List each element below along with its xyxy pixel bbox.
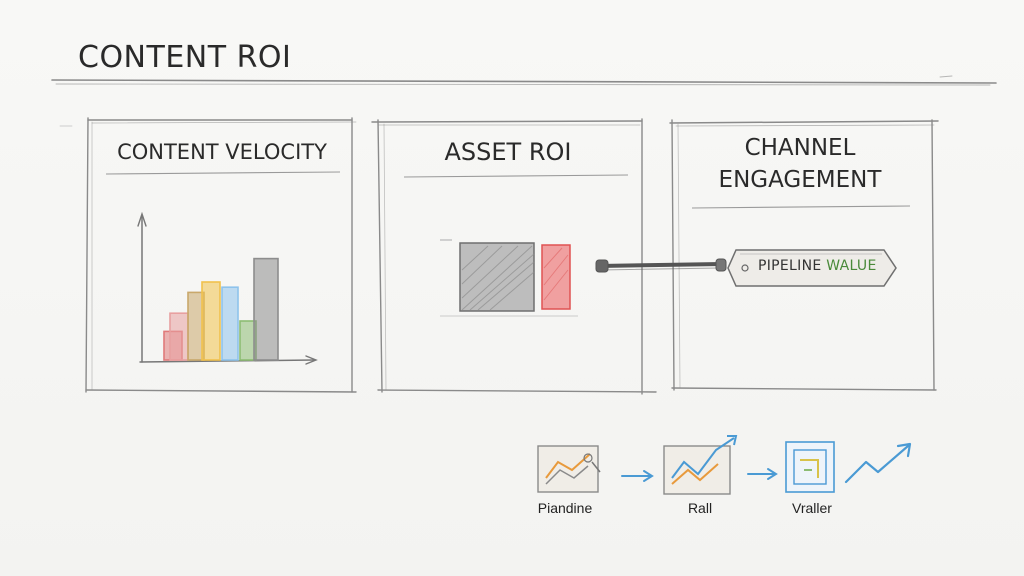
velocity-bar xyxy=(253,257,279,361)
velocity-axes xyxy=(137,211,318,365)
pipeline-tag-part2: WALUE xyxy=(826,258,877,274)
page-title: CONTENT ROI xyxy=(78,40,292,75)
panel-frame-velocity xyxy=(59,117,357,393)
frame-icon xyxy=(785,441,835,493)
panel-frame-channel xyxy=(669,119,939,391)
panel-title-channel: CHANNEL ENGAGEMENT xyxy=(680,132,920,196)
panel-title-channel-line2: ENGAGEMENT xyxy=(718,167,882,193)
asset-title-underline xyxy=(403,174,629,178)
velocity-bar xyxy=(221,286,239,361)
panel-title-asset: ASSET ROI xyxy=(444,138,572,166)
title-underline xyxy=(51,75,997,86)
velocity-bar xyxy=(169,312,189,361)
trend-up-arrow-icon xyxy=(844,442,912,484)
pipeline-tag-label: PIPELINE WALUE xyxy=(758,258,877,274)
panel-title-velocity: CONTENT VELOCITY xyxy=(117,140,327,164)
panel-frame-asset xyxy=(371,118,657,395)
velocity-bar-group xyxy=(163,257,279,361)
trend-chart-icon xyxy=(663,435,738,495)
flow-arrow-2 xyxy=(747,468,778,480)
velocity-title-underline xyxy=(105,171,341,175)
pipeline-connector xyxy=(595,258,727,273)
panel-title-channel-line1: CHANNEL xyxy=(744,135,856,161)
pipeline-tag xyxy=(727,249,897,287)
asset-block-gray xyxy=(459,242,535,312)
line-chart-icon xyxy=(537,445,601,493)
flow-arrow-1 xyxy=(621,470,654,482)
flow-label-vraller: Vraller xyxy=(792,500,832,516)
flow-label-rall: Rall xyxy=(687,500,713,516)
velocity-bar xyxy=(201,281,221,361)
flow-label-piandine: Piandine xyxy=(537,500,593,516)
pipeline-tag-part1: PIPELINE xyxy=(758,258,827,274)
asset-block-red xyxy=(541,244,571,310)
channel-title-underline xyxy=(691,205,911,209)
